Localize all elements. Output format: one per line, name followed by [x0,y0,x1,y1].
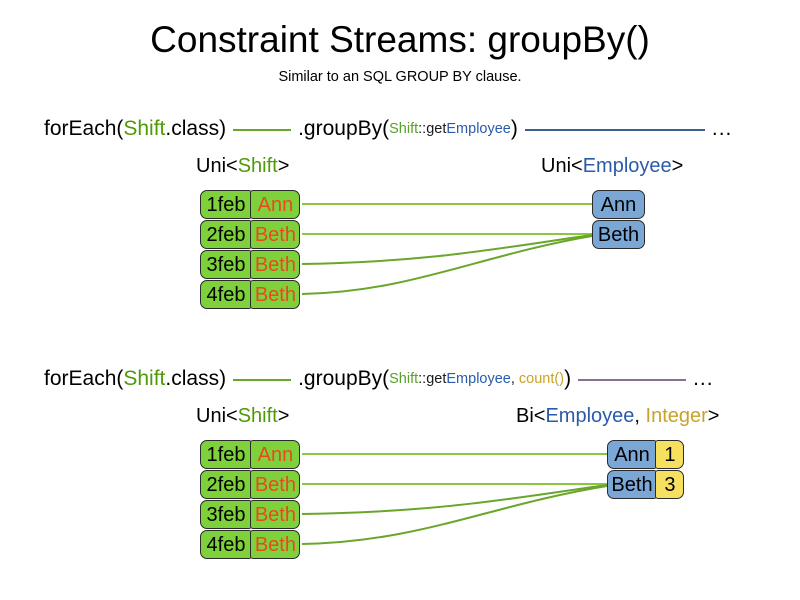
right-type-label-bi-employee-integer: Bi<Employee, Integer> [516,403,719,429]
groupby-arg-type: Shift [389,121,419,137]
pipeline-groupby-count: forEach(Shift.class) .groupBy(Shift::get… [44,364,714,394]
type-name-shift: Shift [237,155,278,177]
shift-fact-row[interactable]: 2feb Beth [200,220,301,249]
employee-count-row[interactable]: Beth 3 [607,470,685,499]
shift-date-cell: 3feb [200,250,252,279]
foreach-open: forEach( [44,117,124,140]
employee-result-row[interactable]: Ann [592,190,645,219]
shift-date-cell: 4feb [200,280,252,309]
type-name-employee: Employee [545,405,635,427]
shift-fact-row[interactable]: 4feb Beth [200,280,301,309]
groupby-open: .groupBy( [298,117,390,140]
page-subtitle: Similar to an SQL GROUP BY clause. [278,69,522,85]
connector-foreach-to-groupby [233,129,292,131]
shift-date-cell: 4feb [200,530,252,559]
type-prefix: Uni< [541,155,583,177]
type-name-shift: Shift [237,405,278,427]
foreach-open: forEach( [44,367,124,390]
shift-employee-cell: Beth [250,220,301,249]
employee-count-cell: 3 [655,470,685,499]
shift-date-cell: 3feb [200,500,252,529]
employee-name-cell: Ann [592,190,645,219]
shift-date-cell: 2feb [200,470,252,499]
type-suffix: > [277,405,290,427]
left-type-label-uni-shift: Uni<Shift> [196,153,289,179]
shift-employee-cell: Beth [250,250,301,279]
shift-fact-row[interactable]: 4feb Beth [200,530,301,559]
employee-result-row[interactable]: Beth [592,220,645,249]
employee-count-row[interactable]: Ann 1 [607,440,685,469]
shift-employee-cell: Beth [250,500,301,529]
link-shift4-beth [301,235,593,295]
shift-date-cell: 2feb [200,220,252,249]
type-prefix: Bi< [516,405,546,427]
shift-fact-row[interactable]: 3feb Beth [200,500,301,529]
employee-name-cell: Beth [592,220,645,249]
link-shift3-beth [301,234,593,265]
foreach-type-shift: Shift [123,117,166,140]
connector-groupby-to-next [578,379,687,381]
shift-employee-cell: Ann [250,190,301,219]
groupby-arg-sep: ::get [418,371,447,387]
left-type-label-uni-shift: Uni<Shift> [196,403,289,429]
link2-shift3-beth [301,484,608,515]
connector-foreach-to-groupby [233,379,292,381]
right-type-label-uni-employee: Uni<Employee> [541,153,683,179]
groupby-arg-sep: ::get [418,121,447,137]
page-title: Constraint Streams: groupBy() [150,19,650,60]
shift-fact-row[interactable]: 1feb Ann [200,440,301,469]
groupby-arg-type: Shift [389,371,419,387]
type-prefix: Uni< [196,405,238,427]
shift-employee-cell: Beth [250,470,301,499]
shift-employee-cell: Ann [250,440,301,469]
type-suffix: > [277,155,290,177]
employee-count-cell: 1 [655,440,685,469]
shift-employee-cell: Beth [250,280,301,309]
connector-groupby-to-next [524,129,705,131]
shift-employee-cell: Beth [250,530,301,559]
type-name-integer: Integer [645,405,708,427]
shift-fact-row[interactable]: 3feb Beth [200,250,301,279]
groupby-arg-prop: Employee [446,121,511,137]
groupby-arg-comma: , [510,371,519,387]
foreach-close: .class) [165,367,227,390]
groupby-arg-count: count() [518,371,565,387]
foreach-close: .class) [165,117,227,140]
type-name-employee: Employee [582,155,672,177]
employee-name-cell: Ann [607,440,657,469]
type-comma: , [634,405,646,427]
type-suffix: > [671,155,684,177]
pipeline-ellipsis: ... [693,367,714,390]
shift-fact-row[interactable]: 2feb Beth [200,470,301,499]
foreach-type-shift: Shift [123,367,166,390]
employee-name-cell: Beth [607,470,657,499]
pipeline-groupby-single: forEach(Shift.class) .groupBy(Shift::get… [44,114,732,144]
groupby-close: ) [510,117,518,140]
shift-date-cell: 1feb [200,190,252,219]
type-prefix: Uni< [196,155,238,177]
type-suffix: > [707,405,720,427]
shift-date-cell: 1feb [200,440,252,469]
groupby-arg-prop: Employee [446,371,511,387]
pipeline-ellipsis: ... [711,117,733,140]
groupby-close: ) [564,367,572,390]
shift-fact-row[interactable]: 1feb Ann [200,190,301,219]
groupby-open: .groupBy( [298,367,390,390]
link2-shift4-beth [301,485,608,545]
